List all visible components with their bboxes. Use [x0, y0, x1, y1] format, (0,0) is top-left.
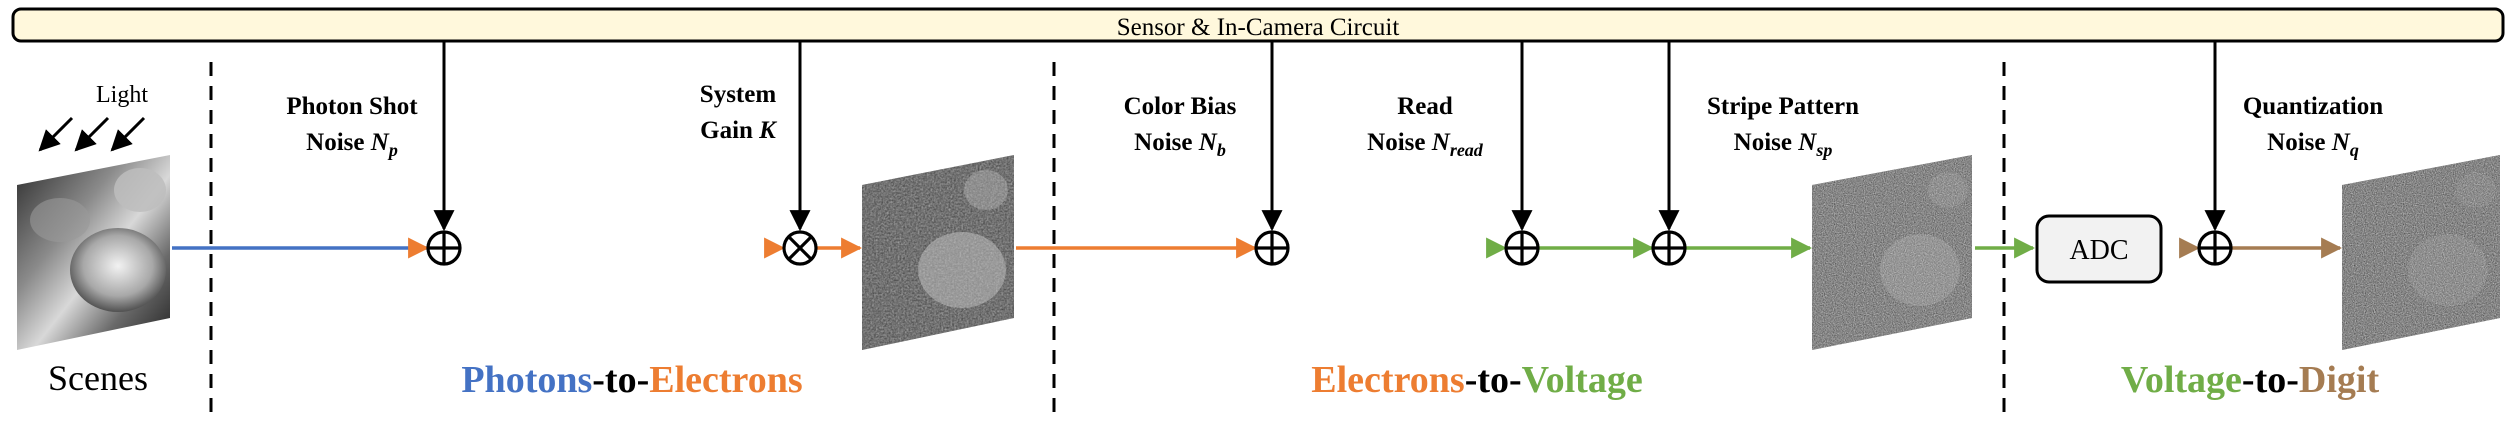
quant-noise-line1: Quantization: [2243, 93, 2383, 120]
adc-box: [2035, 214, 2163, 284]
stage-title-electrons-to-voltage: Electrons-to-Voltage: [1311, 359, 1642, 401]
plus-circle-icon: [1254, 230, 1290, 266]
electron-image: [862, 155, 1014, 350]
plus-circle-icon: [1651, 230, 1687, 266]
read-noise-line2: Noise Nread: [1367, 129, 1484, 160]
system-gain-line1: System: [700, 81, 777, 108]
shot-noise-line2: Noise Np: [306, 129, 398, 160]
noise-injection-arrows: [433, 42, 2226, 232]
shot-noise-line1: Photon Shot: [286, 93, 418, 120]
stage-titles: Photons-to-Electrons Electrons-to-Voltag…: [461, 359, 2379, 401]
sensor-header-title: Sensor & In-Camera Circuit: [1117, 14, 1400, 41]
stage-title-photons-to-electrons: Photons-to-Electrons: [461, 359, 802, 401]
color-bias-line2: Noise Nb: [1134, 129, 1226, 160]
voltage-image: [1812, 155, 1972, 350]
read-noise-line1: Read: [1397, 93, 1453, 120]
color-bias-line1: Color Bias: [1124, 93, 1237, 120]
stripe-noise-line2: Noise Nsp: [1734, 129, 1833, 160]
scenes-label: Scenes: [48, 358, 148, 398]
adc-label: ADC: [2069, 235, 2128, 266]
sensor-header: Sensor & In-Camera Circuit: [11, 7, 2505, 43]
light-label: Light: [96, 82, 148, 108]
adc-block: ADC: [2035, 214, 2163, 284]
stage-separators: [209, 62, 2006, 422]
system-gain-line2: Gain K: [700, 117, 778, 144]
light-arrows-icon: [38, 116, 146, 152]
plus-circle-icon: [2197, 230, 2233, 266]
plus-circle-icon: [1504, 230, 1540, 266]
quant-noise-line2: Noise Nq: [2267, 129, 2359, 160]
operators: [426, 230, 2233, 266]
sensor-header-box: [11, 7, 2505, 43]
digit-image: [2342, 155, 2500, 350]
plus-circle-icon: [426, 230, 462, 266]
stripe-noise-line1: Stripe Pattern: [1707, 93, 1859, 120]
scene-image: [17, 155, 170, 350]
stage-title-voltage-to-digit: Voltage-to-Digit: [2121, 359, 2380, 401]
times-circle-icon: [782, 230, 818, 266]
noise-labels: Photon Shot Noise Np System Gain K Color…: [286, 81, 2383, 160]
